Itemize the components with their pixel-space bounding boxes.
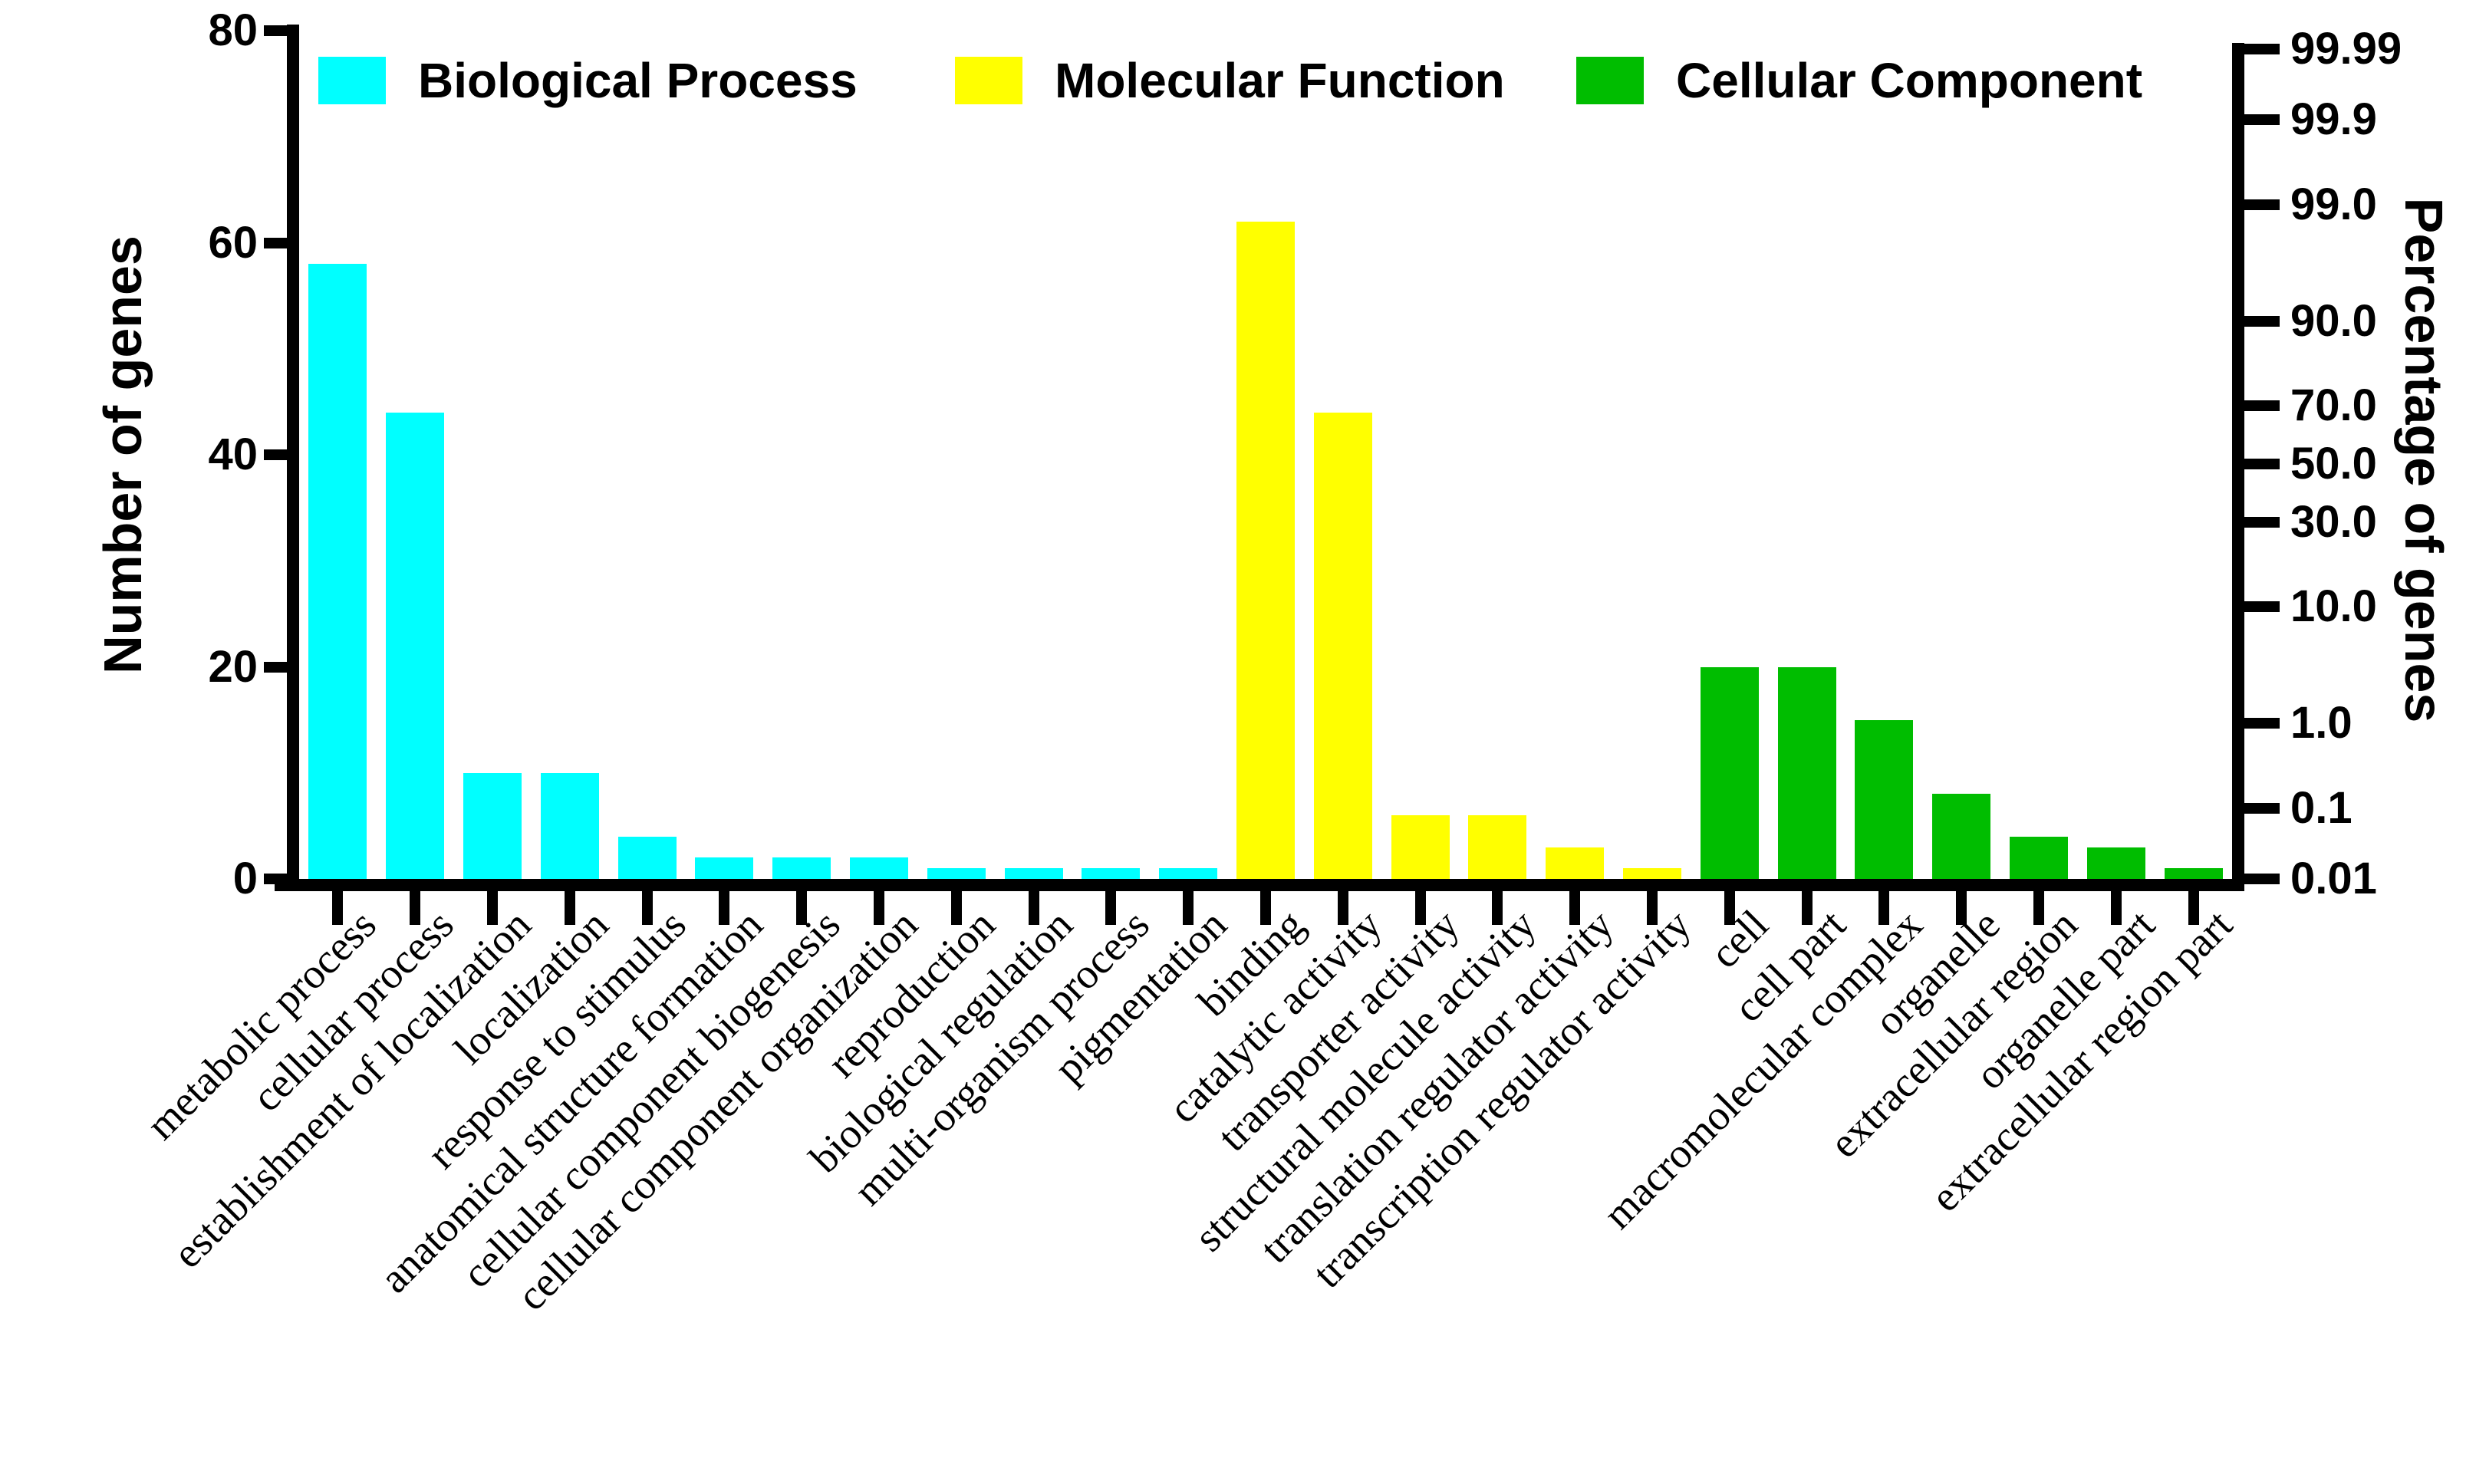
x-axis-tick (1569, 891, 1581, 925)
x-axis-tick (796, 891, 808, 925)
right-axis-tick-label: 99.0 (2290, 179, 2377, 229)
bar (1313, 412, 1372, 879)
left-axis-tick (264, 449, 299, 460)
left-axis-tick-label: 20 (208, 641, 258, 692)
left-axis-tick-label: 0 (232, 854, 258, 903)
left-axis-tick-label: 60 (208, 217, 258, 268)
bar (1932, 794, 1991, 879)
bar (2010, 836, 2068, 879)
x-axis-tick (950, 891, 962, 925)
right-axis-tick-label: 10.0 (2290, 581, 2377, 632)
x-axis-tick (1414, 891, 1426, 925)
bar (617, 836, 677, 879)
bar (463, 772, 522, 879)
legend-label: Molecular Function (1055, 53, 1505, 108)
right-axis-tick-label: 50.0 (2290, 439, 2377, 489)
right-axis-tick (2244, 315, 2280, 327)
x-axis-tick (1183, 891, 1194, 925)
x-axis-tick (410, 891, 421, 925)
right-axis-tick (2244, 601, 2280, 613)
left-axis-tick (264, 25, 299, 36)
bar (1082, 868, 1141, 879)
bar (1004, 868, 1063, 879)
legend-label: Biological Process (418, 53, 858, 108)
legend-item: Molecular Function (955, 53, 1505, 108)
bar (1391, 815, 1450, 879)
right-axis-tick (2244, 400, 2280, 411)
bar (308, 264, 367, 879)
bar (1855, 719, 1914, 879)
x-axis-tick (1647, 891, 1658, 925)
x-axis-tick (1801, 891, 1813, 925)
bar (1468, 815, 1527, 879)
bar (695, 857, 754, 879)
x-axis-tick (1260, 891, 1271, 925)
x-axis-tick (1105, 891, 1117, 925)
left-axis-tick (264, 661, 299, 673)
right-axis-tick (2244, 114, 2280, 125)
x-axis-tick (487, 891, 498, 925)
x-axis-tick (719, 891, 730, 925)
legend-swatch (955, 57, 1022, 104)
x-axis-tick (1956, 891, 1967, 925)
left-axis-tick (264, 237, 299, 248)
right-axis-tick-label: 30.0 (2290, 497, 2377, 548)
x-axis-tick (1337, 891, 1348, 925)
right-axis-tick-label: 90.0 (2290, 295, 2377, 346)
right-axis-tick (2244, 517, 2280, 528)
x-axis-tick (641, 891, 653, 925)
right-axis-title: Percentage of genes (2394, 197, 2454, 723)
bar (1777, 666, 1836, 879)
x-axis-tick (2188, 891, 2199, 925)
x-axis-tick (332, 891, 344, 925)
bar (386, 412, 445, 879)
x-axis-tick (1492, 891, 1503, 925)
x-axis-tick (2033, 891, 2044, 925)
right-axis-tick-label: 99.99 (2290, 24, 2402, 74)
right-axis-tick (2244, 199, 2280, 210)
bar (1236, 221, 1295, 879)
legend-item: Cellular Component (1576, 53, 2143, 108)
right-axis-tick-label: 0.1 (2290, 783, 2353, 834)
left-axis-tick (264, 874, 299, 884)
left-axis-tick-label: 80 (208, 5, 258, 55)
right-axis-tick-label: 99.9 (2290, 94, 2377, 144)
right-axis-tick (2244, 44, 2280, 54)
bar (1623, 868, 1681, 879)
right-axis-tick-label: 0.01 (2290, 854, 2377, 903)
x-axis-spine (275, 879, 2244, 891)
legend-swatch (318, 57, 386, 104)
bar (850, 857, 908, 879)
right-axis-spine (2232, 43, 2244, 891)
x-axis-tick (2110, 891, 2122, 925)
x-axis-tick (874, 891, 884, 925)
bar (2164, 868, 2223, 879)
right-axis-tick (2244, 718, 2280, 729)
bar (540, 772, 599, 879)
right-axis-tick (2244, 459, 2280, 469)
legend-label: Cellular Component (1676, 53, 2143, 108)
x-axis-tick (1724, 891, 1735, 925)
bar (2086, 847, 2145, 879)
right-axis-tick (2244, 803, 2280, 814)
bar (927, 868, 986, 879)
bar (772, 857, 831, 879)
x-axis-tick (564, 891, 575, 925)
bar (1159, 868, 1218, 879)
legend-swatch (1576, 57, 1644, 104)
x-axis-tick (1028, 891, 1039, 925)
bar (1546, 847, 1605, 879)
bar (1700, 666, 1759, 879)
right-axis-tick-label: 1.0 (2290, 698, 2353, 749)
right-axis-tick (2244, 874, 2280, 884)
right-axis-tick-label: 70.0 (2290, 380, 2377, 430)
x-axis-tick (1878, 891, 1890, 925)
left-axis-tick-label: 40 (208, 429, 258, 479)
legend-item: Biological Process (318, 53, 858, 108)
